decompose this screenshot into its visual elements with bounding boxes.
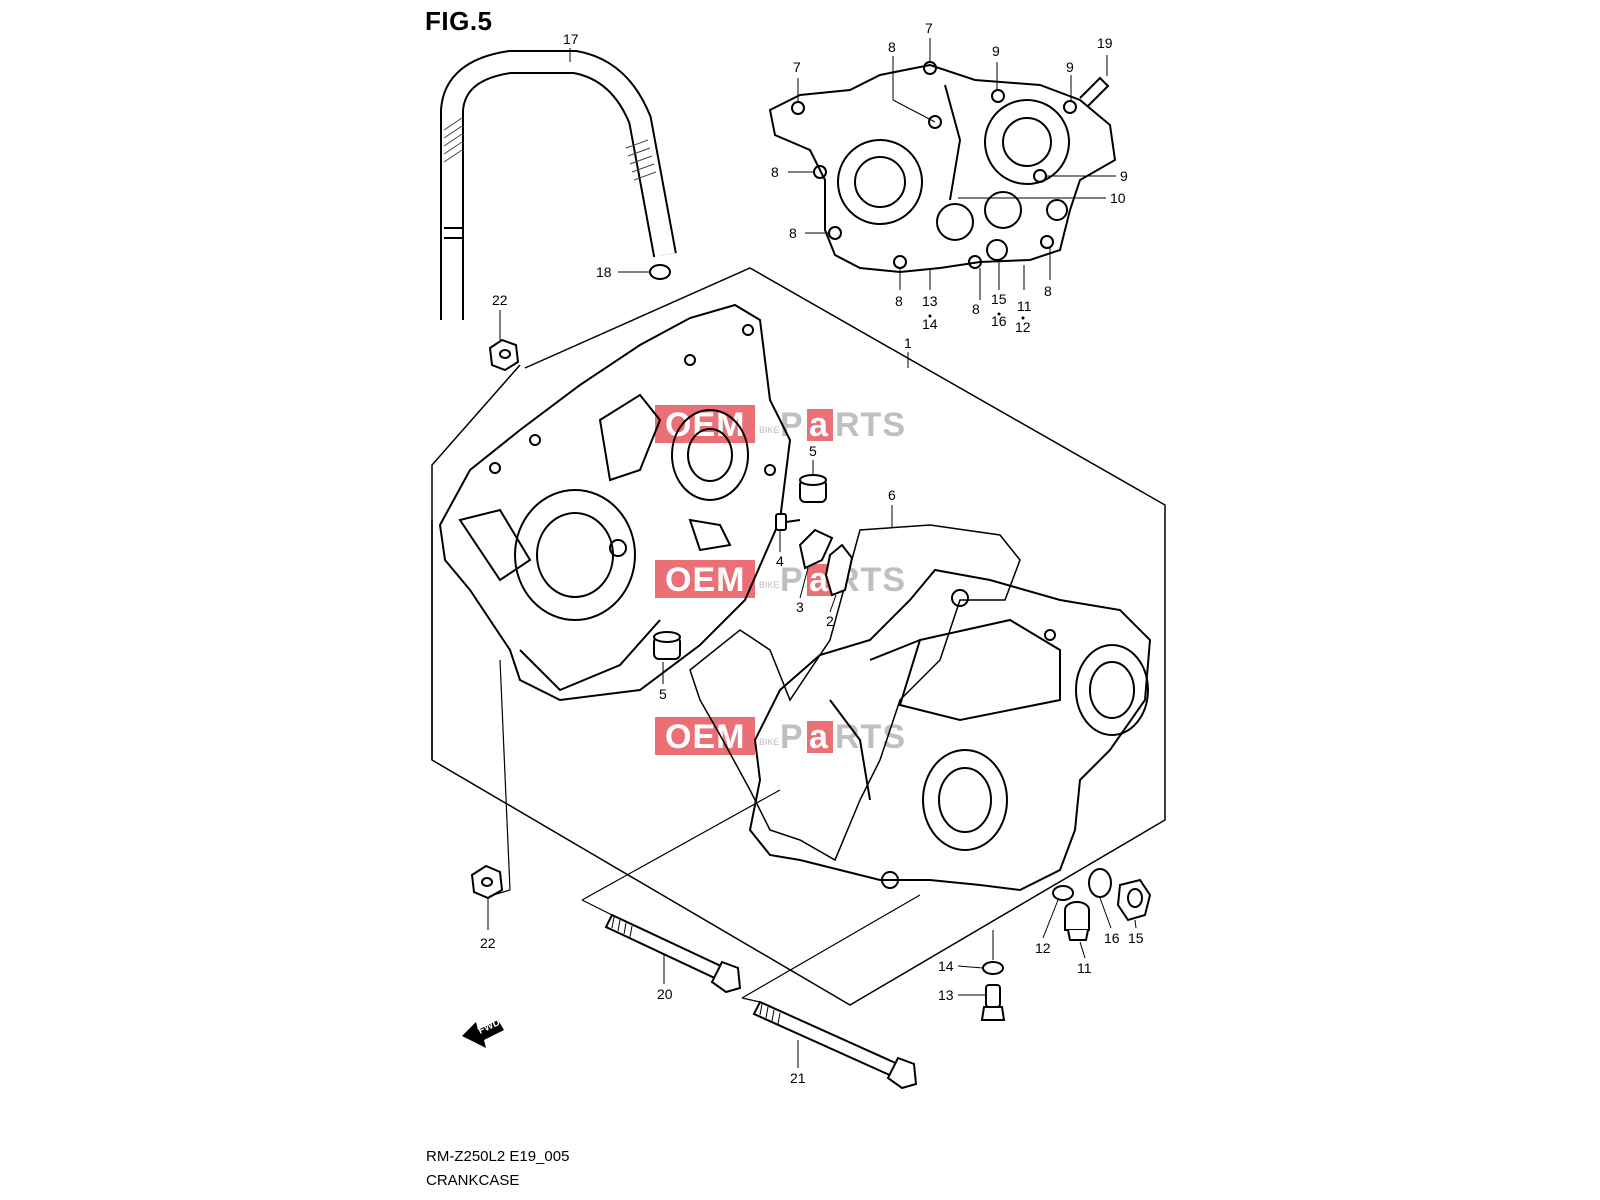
dowel-pin-lower [653, 631, 681, 660]
watermark-bike-text: BIKE [759, 425, 780, 435]
callout-21: 21 [790, 1070, 806, 1086]
callout-12-top: 12 [1015, 319, 1031, 335]
watermark-a-text: a [809, 561, 829, 599]
watermark-bottom: OEM BIKE P a RTS [655, 717, 906, 756]
forward-arrow-icon: FWD [462, 1017, 504, 1048]
long-bolt-21 [752, 1000, 918, 1090]
breather-hose [440, 50, 677, 320]
callout-10: 10 [1110, 190, 1126, 206]
callout-7-left: 7 [793, 59, 801, 75]
callout-18: 18 [596, 264, 612, 280]
callout-9-right: 9 [1066, 59, 1074, 75]
callout-9-side: 9 [1120, 168, 1128, 184]
callout-8-bottom-mid: 8 [972, 301, 980, 317]
callout-9-top: 9 [992, 43, 1000, 59]
plug-11 [1064, 901, 1090, 941]
washer-14 [982, 961, 1004, 975]
nut-lower [470, 864, 504, 900]
watermark-bike-text: BIKE [759, 580, 780, 590]
callout-8-lower-left: 8 [789, 225, 797, 241]
callout-7-top: 7 [925, 20, 933, 36]
crankcase-gasket [689, 524, 1021, 862]
watermark-bike-text: BIKE [759, 737, 780, 747]
watermark-p-text: P [780, 561, 804, 599]
callout-11-lower: 11 [1077, 960, 1092, 976]
callout-20: 20 [657, 986, 673, 1002]
gasket-16 [1088, 868, 1112, 898]
callout-14-lower: 14 [938, 958, 954, 974]
crankcase-inset-view [768, 61, 1117, 274]
callout-8-top: 8 [888, 39, 896, 55]
callout-22-lower: 22 [480, 935, 496, 951]
callout-2: 2 [826, 613, 834, 629]
diagram-caption: CRANKCASE [426, 1172, 520, 1189]
callout-3: 3 [796, 599, 804, 615]
hose-clip [649, 264, 671, 280]
drain-plug-13 [980, 984, 1006, 1021]
callout-6: 6 [888, 487, 896, 503]
callout-19: 19 [1097, 35, 1113, 51]
callout-labels: 17 18 22 22 1 5 5 4 3 2 6 20 21 14 13 12… [480, 20, 1144, 1086]
retainer-plate [798, 528, 834, 570]
callout-8-bottom: 8 [895, 293, 903, 309]
dowel-pin-upper [799, 474, 827, 503]
plug-15 [1116, 878, 1152, 922]
watermark-rts-text: RTS [835, 718, 906, 756]
callout-12-lower: 12 [1035, 940, 1051, 956]
model-code: RM-Z250L2 E19_005 [426, 1148, 570, 1165]
callout-15-lower: 15 [1128, 930, 1144, 946]
bolt-guide-lines [489, 659, 921, 1003]
callout-14-top: 14 [922, 316, 938, 332]
callout-1: 1 [904, 335, 912, 351]
watermark-oem-text: OEM [665, 718, 745, 756]
callout-5-upper: 5 [809, 443, 817, 459]
watermark-oem-text: OEM [665, 561, 745, 599]
crankcase-assembly-frame [431, 267, 1166, 1006]
watermark-a-text: a [809, 718, 829, 756]
callout-22-upper: 22 [492, 292, 508, 308]
callout-13-top: 13 [922, 293, 938, 309]
callout-15-top: 15 [991, 291, 1007, 307]
reed-plate [824, 543, 854, 597]
watermark-p-text: P [780, 718, 804, 756]
small-bolt [775, 513, 801, 531]
callout-16-top: 16 [991, 313, 1007, 329]
callout-17: 17 [563, 31, 579, 47]
callout-4: 4 [776, 553, 784, 569]
callout-5-lower: 5 [659, 686, 667, 702]
watermark-p-text: P [780, 406, 804, 444]
left-crankcase-half [438, 303, 792, 702]
o-ring-12 [1052, 885, 1074, 901]
watermark-a-text: a [809, 406, 829, 444]
callout-13-lower: 13 [938, 987, 954, 1003]
callout-11-top: 11 [1017, 298, 1032, 314]
watermark-group: OEM BIKE P a RTS OEM BIKE P a RTS OEM BI… [655, 405, 906, 756]
callout-leaders [487, 38, 1137, 1068]
callout-16-lower: 16 [1104, 930, 1120, 946]
watermark-rts-text: RTS [835, 406, 906, 444]
nut-upper [488, 338, 520, 372]
callout-8-right: 8 [1044, 283, 1052, 299]
callout-8-left: 8 [771, 164, 779, 180]
watermark-oem-text: OEM [665, 406, 745, 444]
figure-title: FIG.5 [425, 6, 493, 36]
long-bolt-20 [604, 913, 742, 994]
